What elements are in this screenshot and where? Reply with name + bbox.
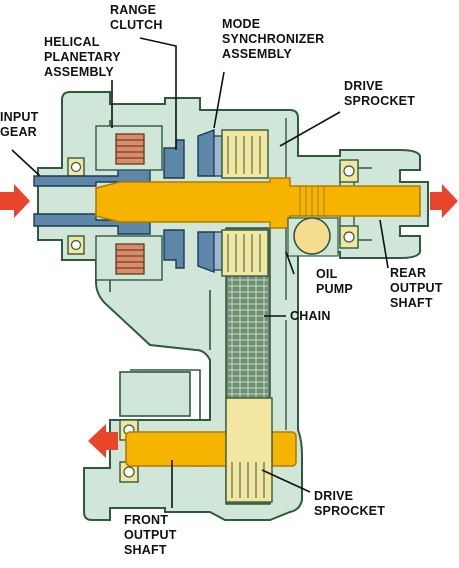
label-drive-sprocket-top: DRIVE SPROCKET: [344, 79, 415, 108]
arrow-left-icon: [88, 424, 118, 458]
label-helical-planetary-assembly: HELICAL PLANETARY ASSEMBLY: [44, 35, 124, 79]
label-rear-output-shaft: REAR OUTPUT SHAFT: [390, 266, 446, 310]
helical-planetary-assembly: [95, 125, 163, 281]
label-mode-synchronizer-assembly: MODE SYNCHRONIZER ASSEMBLY: [222, 17, 328, 61]
mode-synchronizer-assembly: [197, 128, 223, 274]
label-front-output-shaft: FRONT OUTPUT SHAFT: [124, 513, 180, 557]
range-clutch: [163, 139, 185, 269]
drive-sprocket-top: [221, 129, 269, 277]
label-input-gear: INPUT GEAR: [0, 110, 42, 139]
label-chain: CHAIN: [290, 309, 331, 323]
arrow-right-icon: [0, 184, 30, 218]
oil-pump: [287, 217, 339, 257]
label-oil-pump: OIL PUMP: [316, 267, 353, 296]
rear-output-shaft: [95, 177, 421, 229]
label-drive-sprocket-bottom: DRIVE SPROCKET: [314, 489, 385, 518]
labels: RANGE CLUTCH HELICAL PLANETARY ASSEMBLY …: [0, 3, 446, 557]
drive-sprocket-bottom: [225, 397, 273, 503]
leader-lines: [11, 37, 389, 508]
label-range-clutch: RANGE CLUTCH: [110, 3, 163, 32]
arrow-right-icon: [430, 184, 458, 218]
